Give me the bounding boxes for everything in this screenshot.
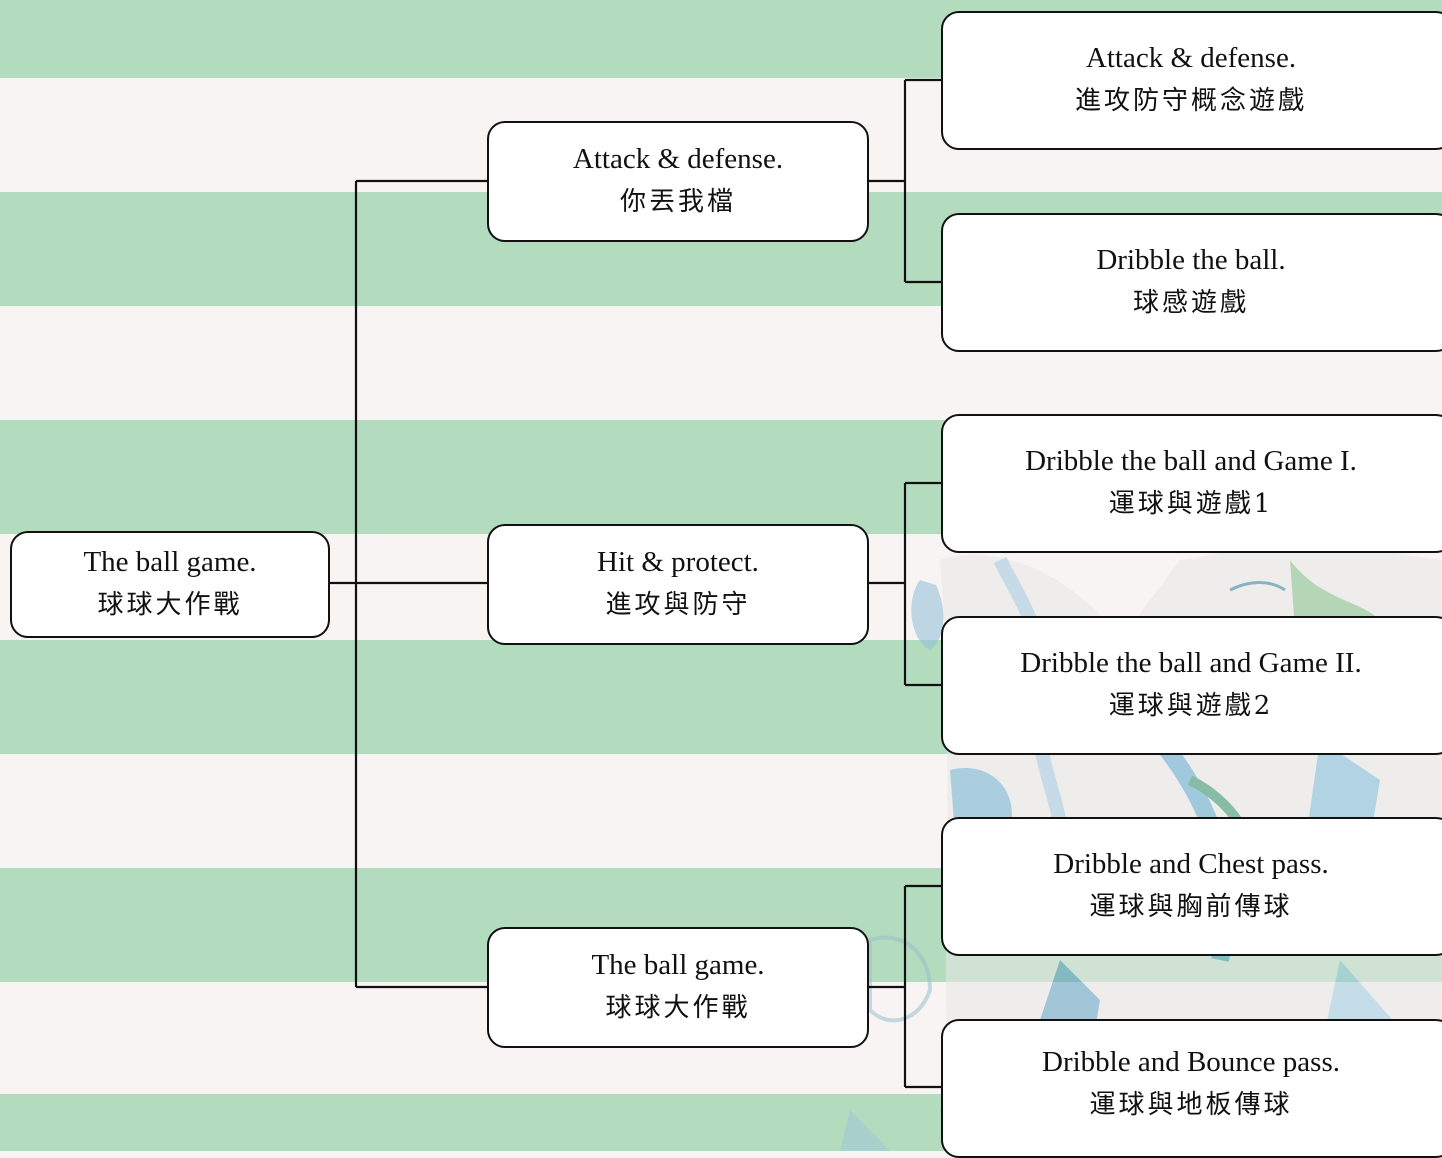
root-node-chinese-label: 球球大作戰	[97, 590, 243, 621]
branch-node-ball-game[interactable]: The ball game. 球球大作戰	[487, 927, 869, 1048]
branch-node-chinese-label: 進攻與防守	[605, 590, 751, 621]
leaf-node-attack-defense-concept[interactable]: Attack & defense. 進攻防守概念遊戲	[941, 11, 1442, 150]
branch-node-attack-defense[interactable]: Attack & defense. 你丟我檔	[487, 121, 869, 242]
leaf-node-english-label: Dribble and Bounce pass.	[1042, 1045, 1340, 1078]
leaf-node-dribble-chest-pass[interactable]: Dribble and Chest pass. 運球與胸前傳球	[941, 817, 1442, 956]
root-node-english-label: The ball game.	[83, 545, 257, 578]
branch-node-chinese-label: 球球大作戰	[605, 993, 751, 1024]
leaf-node-dribble-game-1[interactable]: Dribble the ball and Game I. 運球與遊戲1	[941, 414, 1442, 553]
leaf-node-dribble-ball[interactable]: Dribble the ball. 球感遊戲	[941, 213, 1442, 352]
leaf-node-chinese-label: 運球與地板傳球	[1089, 1090, 1293, 1121]
branch-node-english-label: Hit & protect.	[597, 545, 759, 578]
leaf-node-english-label: Attack & defense.	[1085, 41, 1297, 74]
branch-node-chinese-label: 你丟我檔	[619, 187, 736, 218]
leaf-node-english-label: Dribble the ball and Game II.	[1020, 646, 1362, 679]
leaf-node-english-label: Dribble the ball and Game I.	[1025, 444, 1357, 477]
branch-node-english-label: The ball game.	[591, 948, 765, 981]
branch-node-english-label: Attack & defense.	[572, 142, 784, 175]
leaf-node-dribble-game-2[interactable]: Dribble the ball and Game II. 運球與遊戲2	[941, 616, 1442, 755]
leaf-node-chinese-label: 運球與遊戲1	[1108, 489, 1274, 520]
root-node[interactable]: The ball game. 球球大作戰	[10, 531, 330, 638]
leaf-node-chinese-label: 球感遊戲	[1132, 288, 1249, 319]
leaf-node-chinese-label: 運球與遊戲2	[1108, 691, 1274, 722]
branch-node-hit-protect[interactable]: Hit & protect. 進攻與防守	[487, 524, 869, 645]
leaf-node-english-label: Dribble the ball.	[1096, 243, 1286, 276]
leaf-node-english-label: Dribble and Chest pass.	[1053, 847, 1329, 880]
leaf-node-chinese-label: 進攻防守概念遊戲	[1074, 86, 1307, 117]
leaf-node-chinese-label: 運球與胸前傳球	[1089, 892, 1293, 923]
leaf-node-dribble-bounce-pass[interactable]: Dribble and Bounce pass. 運球與地板傳球	[941, 1019, 1442, 1158]
